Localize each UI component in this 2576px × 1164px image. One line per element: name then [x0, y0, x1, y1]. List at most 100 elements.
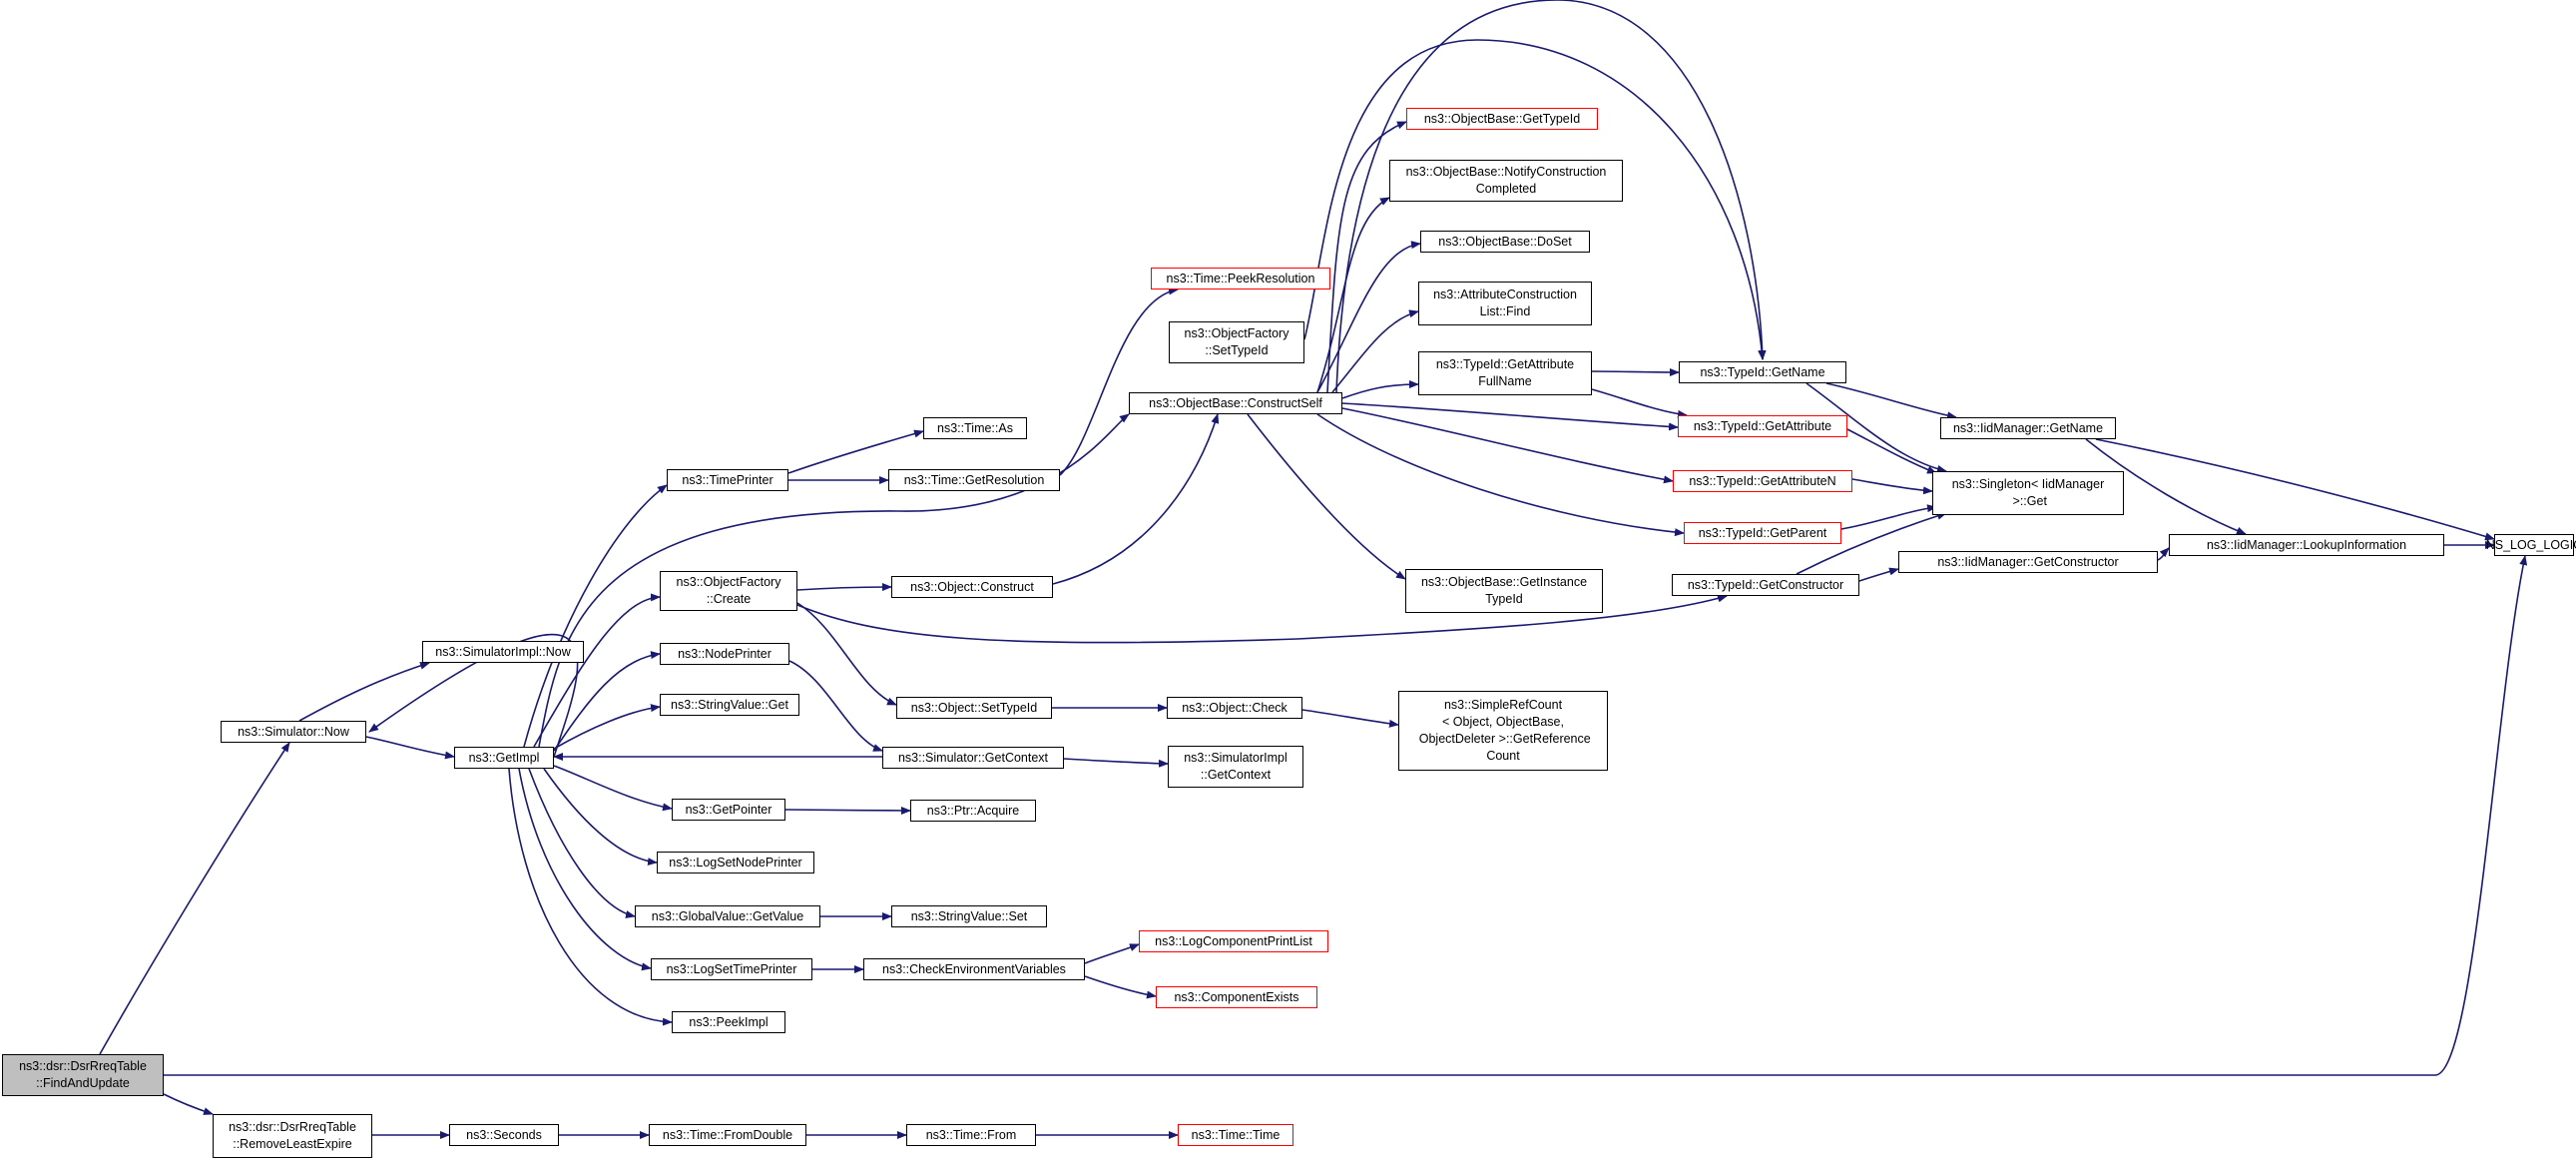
node-logSetNode[interactable]: ns3::LogSetNodePrinter: [657, 852, 814, 873]
node-ofCreate[interactable]: ns3::ObjectFactory ::Create: [660, 571, 797, 611]
node-fromDouble[interactable]: ns3::Time::FromDouble: [649, 1124, 806, 1146]
node-objSetTypeId[interactable]: ns3::Object::SetTypeId: [896, 697, 1052, 719]
node-singletonGet[interactable]: ns3::Singleton< IidManager >::Get: [1932, 471, 2124, 515]
node-simImplGetCtx[interactable]: ns3::SimulatorImpl ::GetContext: [1168, 746, 1303, 788]
node-obGetInstance[interactable]: ns3::ObjectBase::GetInstance TypeId: [1405, 569, 1603, 613]
node-iidGetCtor[interactable]: ns3::IidManager::GetConstructor: [1898, 551, 2158, 573]
node-tidGetName[interactable]: ns3::TypeId::GetName: [1679, 361, 1846, 383]
node-nodePrinter[interactable]: ns3::NodePrinter: [660, 643, 789, 665]
call-edge-tidGetCtor-to-singletonGet: [1796, 511, 1947, 575]
node-iidLookup[interactable]: ns3::IidManager::LookupInformation: [2169, 534, 2444, 556]
node-tidGetAttr[interactable]: ns3::TypeId::GetAttribute: [1678, 415, 1847, 437]
call-edge-getImpl-to-svGet: [553, 704, 661, 750]
node-simNow[interactable]: ns3::Simulator::Now: [221, 721, 366, 743]
node-getImpl[interactable]: ns3::GetImpl: [454, 747, 554, 769]
call-edge-tidGetAttr-to-singletonGet: [1846, 428, 1937, 474]
node-constructSelf[interactable]: ns3::ObjectBase::ConstructSelf: [1129, 392, 1342, 414]
node-gvGetValue[interactable]: ns3::GlobalValue::GetValue: [635, 905, 820, 927]
node-timeTime[interactable]: ns3::Time::Time: [1178, 1124, 1293, 1146]
call-edge-getImpl-to-getPointer: [553, 765, 673, 812]
node-tidGetAttrFull[interactable]: ns3::TypeId::GetAttribute FullName: [1418, 351, 1592, 395]
node-root: ns3::dsr::DsrRreqTable ::FindAndUpdate: [2, 1054, 164, 1096]
call-edge-getImpl-to-timePrinter: [523, 484, 668, 748]
call-edge-ofCreate-to-objConstruct: [796, 583, 892, 592]
node-timeFrom[interactable]: ns3::Time::From: [906, 1124, 1036, 1146]
call-edge-simNow-to-getImpl: [365, 736, 455, 760]
node-logSetTime[interactable]: ns3::LogSetTimePrinter: [651, 958, 812, 980]
call-edge-root-to-removeLeast: [163, 1093, 214, 1115]
call-edge-constructSelf-to-tidGetAttrFull: [1341, 380, 1419, 399]
node-simGetContext[interactable]: ns3::Simulator::GetContext: [882, 747, 1064, 769]
call-edge-root-to-simNow: [99, 742, 290, 1055]
call-edge-ofCreate-to-tidGetCtor: [796, 594, 1728, 644]
call-edge-getImpl-to-logSetNode: [543, 768, 658, 867]
call-edge-nodePrinter-to-simGetContext: [788, 660, 883, 752]
node-svGet[interactable]: ns3::StringValue::Get: [660, 694, 799, 716]
node-obDoSet[interactable]: ns3::ObjectBase::DoSet: [1420, 231, 1590, 253]
call-edge-simNow-to-simImplNow: [298, 661, 430, 722]
call-edge-getImpl-to-logSetTime: [518, 768, 652, 971]
call-edge-checkEnv-to-logCompPrint: [1084, 943, 1140, 964]
node-timeGetRes[interactable]: ns3::Time::GetResolution: [888, 469, 1060, 491]
call-edge-getImpl-to-gvGetValue: [528, 768, 636, 918]
node-timePrinter[interactable]: ns3::TimePrinter: [667, 469, 788, 491]
node-iidGetName[interactable]: ns3::IidManager::GetName: [1940, 417, 2116, 439]
call-edge-tidGetAttrFull-to-tidGetName: [1591, 367, 1680, 376]
call-edge-timePrinter-to-timeAs: [787, 429, 924, 474]
call-edge-tidGetAttrN-to-singletonGet: [1851, 478, 1933, 495]
node-obGetTypeId[interactable]: ns3::ObjectBase::GetTypeId: [1406, 108, 1598, 130]
node-tidGetCtor[interactable]: ns3::TypeId::GetConstructor: [1672, 574, 1859, 596]
call-edge-tidGetName-to-iidGetName: [1825, 382, 1957, 420]
call-edge-getImpl-to-peekImpl: [508, 768, 673, 1026]
node-peekImpl[interactable]: ns3::PeekImpl: [672, 1011, 785, 1033]
call-edge-getImpl-to-nodePrinter: [553, 651, 661, 752]
node-objConstruct[interactable]: ns3::Object::Construct: [891, 576, 1053, 598]
call-edge-constructSelf-to-obNotify: [1316, 197, 1390, 393]
call-edge-constructSelf-to-obGetTypeId: [1326, 121, 1407, 393]
call-edge-constructSelf-to-tidGetParent: [1316, 413, 1685, 537]
call-edge-constructSelf-to-tidGetAttrN: [1341, 407, 1674, 484]
node-nsLogLogic[interactable]: NS_LOG_LOGIC: [2486, 534, 2576, 556]
call-edge-tidGetAttrFull-to-tidGetAttr: [1591, 388, 1688, 418]
node-timeAs[interactable]: ns3::Time::As: [923, 417, 1027, 439]
node-tidGetParent[interactable]: ns3::TypeId::GetParent: [1684, 522, 1841, 544]
call-edge-tidGetCtor-to-iidGetCtor: [1858, 567, 1899, 582]
call-edge-root-to-nsLogLogic: [164, 555, 2528, 1076]
node-logCompPrint[interactable]: ns3::LogComponentPrintList: [1139, 930, 1328, 952]
call-edge-constructSelf-to-aclFind: [1331, 309, 1419, 393]
node-compExists[interactable]: ns3::ComponentExists: [1156, 986, 1317, 1008]
node-tidGetAttrN[interactable]: ns3::TypeId::GetAttributeN: [1673, 470, 1852, 492]
call-edge-timeGetRes-to-timePeekRes: [1059, 287, 1179, 476]
call-edge-ofCreate-to-objSetTypeId: [796, 602, 897, 706]
node-simImplNow[interactable]: ns3::SimulatorImpl::Now: [422, 641, 584, 663]
node-objCheck[interactable]: ns3::Object::Check: [1167, 697, 1302, 719]
call-edge-iidGetName-to-iidLookup: [2085, 438, 2247, 535]
node-removeLeast[interactable]: ns3::dsr::DsrRreqTable ::RemoveLeastExpi…: [213, 1114, 372, 1158]
call-edge-tidGetName-to-singletonGet: [1805, 382, 1947, 473]
call-edge-checkEnv-to-compExists: [1084, 975, 1157, 999]
call-edge-objConstruct-to-constructSelf: [1052, 413, 1220, 585]
node-ptrAcquire[interactable]: ns3::Ptr::Acquire: [910, 800, 1036, 822]
call-edge-getImpl-to-ofCreate: [533, 593, 661, 748]
node-timePeekRes[interactable]: ns3::Time::PeekResolution: [1151, 268, 1330, 290]
call-edge-iidGetName-to-nsLogLogic: [2095, 438, 2495, 541]
call-edge-constructSelf-to-obDoSet: [1316, 241, 1421, 393]
node-svSet[interactable]: ns3::StringValue::Set: [891, 905, 1047, 927]
edge-layer: [99, 0, 2528, 1139]
node-getPointer[interactable]: ns3::GetPointer: [672, 799, 785, 821]
node-ofSetTypeId[interactable]: ns3::ObjectFactory ::SetTypeId: [1169, 321, 1304, 363]
call-edge-objCheck-to-simpleRef: [1301, 709, 1399, 728]
call-edge-tidGetParent-to-singletonGet: [1840, 504, 1937, 530]
call-edge-constructSelf-to-tidGetAttr: [1341, 402, 1679, 431]
node-seconds[interactable]: ns3::Seconds: [449, 1124, 559, 1146]
call-edge-constructSelf-to-tidGetName: [1335, 0, 1767, 393]
node-checkEnv[interactable]: ns3::CheckEnvironmentVariables: [863, 958, 1085, 980]
call-edge-constructSelf-to-obGetInstance: [1247, 413, 1406, 580]
call-edge-ofSetTypeId-to-tidGetName: [1303, 39, 1767, 360]
call-edge-getPointer-to-ptrAcquire: [784, 806, 911, 815]
node-aclFind[interactable]: ns3::AttributeConstruction List::Find: [1418, 282, 1592, 325]
call-edge-simGetContext-to-simImplGetCtx: [1063, 758, 1169, 768]
node-obNotify[interactable]: ns3::ObjectBase::NotifyConstruction Comp…: [1389, 160, 1623, 202]
node-simpleRef[interactable]: ns3::SimpleRefCount < Object, ObjectBase…: [1398, 691, 1608, 771]
